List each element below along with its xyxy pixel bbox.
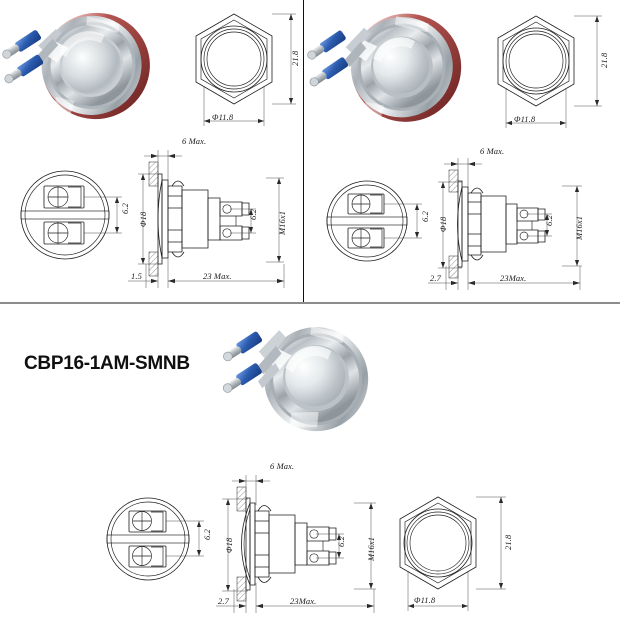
dim-section-terminal-6-2: 6.2 <box>544 215 554 226</box>
product-code-label: CBP16-1AM-SMNB <box>24 353 190 374</box>
hex-nut-dimension-lines <box>203 13 296 126</box>
push-button-3d-photo-red-raised <box>307 13 462 122</box>
push-button-3d-photo-chrome <box>222 325 369 432</box>
dim-diameter-18: Φ18 <box>224 537 234 553</box>
section-bottom-dimension-lines <box>216 583 375 613</box>
dim-thread-m16x1: M16x1 <box>366 536 376 561</box>
terminal-rear-dimension-lines <box>166 520 204 557</box>
section-bottom-dimension-lines <box>428 260 581 290</box>
dim-height-21-8: 21.8 <box>599 52 609 68</box>
hex-nut-dimension-lines <box>505 15 602 128</box>
cross-section-side-view <box>448 169 546 279</box>
dim-height-21-8: 21.8 <box>503 534 513 550</box>
terminal-rear-view <box>106 497 190 581</box>
hex-nut-front-view <box>195 13 273 105</box>
dim-bezel-6-max: 6 Max. <box>182 136 207 146</box>
section-bottom-dimension-lines <box>128 258 285 288</box>
dim-bezel-6-max: 6 Max. <box>480 146 505 156</box>
terminal-rear-view <box>20 170 110 260</box>
dim-length-23-max: 23 Max. <box>203 271 232 281</box>
dim-diameter-11-8: Φ11.8 <box>212 112 234 122</box>
terminal-rear-dimension-lines <box>84 196 122 234</box>
panel-divider-horizontal <box>0 302 620 305</box>
panel-divider-vertical <box>303 0 305 303</box>
cross-section-dimension-lines <box>222 475 376 592</box>
dim-length-23-max: 23Max. <box>290 596 317 606</box>
dim-diameter-18: Φ18 <box>138 211 148 227</box>
dim-bezel-thickness-2-7: 2.7 <box>218 596 229 606</box>
dim-bezel-6-max: 6 Max. <box>270 461 295 471</box>
dim-bezel-thickness-1-5: 1.5 <box>131 271 142 281</box>
dim-diameter-11-8: Φ11.8 <box>514 114 536 124</box>
push-button-3d-photo-red <box>2 12 150 120</box>
terminal-rear-dimension-lines <box>384 203 422 239</box>
cross-section-dimension-lines <box>138 150 284 265</box>
dim-diameter-11-8: Φ11.8 <box>414 595 436 605</box>
dim-length-23-max: 23Max. <box>500 273 527 283</box>
dim-bezel-thickness-2-7: 2.7 <box>430 273 441 283</box>
dim-height-21-8: 21.8 <box>290 50 300 66</box>
hex-nut-dimension-lines <box>407 496 506 611</box>
dim-thread-m16x1: M16x1 <box>277 210 287 235</box>
dim-thread-m16x1: M16x1 <box>574 215 584 240</box>
panel-top-left: Φ11.8 21.8 6.2 <box>0 0 303 302</box>
panel-top-right: Φ11.8 21.8 6.2 <box>304 0 620 302</box>
dim-section-terminal-6-2: 6.2 <box>336 536 346 547</box>
dim-terminal-spacing-6-2: 6.2 <box>202 529 212 540</box>
terminal-rear-view <box>326 180 408 262</box>
hex-nut-front-view <box>399 496 477 590</box>
panel-bottom: CBP16-1AM-SMNB <box>0 305 620 615</box>
dim-section-terminal-6-2: 6.2 <box>248 209 258 220</box>
hex-nut-front-view <box>497 15 575 107</box>
dim-diameter-18: Φ18 <box>438 216 448 232</box>
